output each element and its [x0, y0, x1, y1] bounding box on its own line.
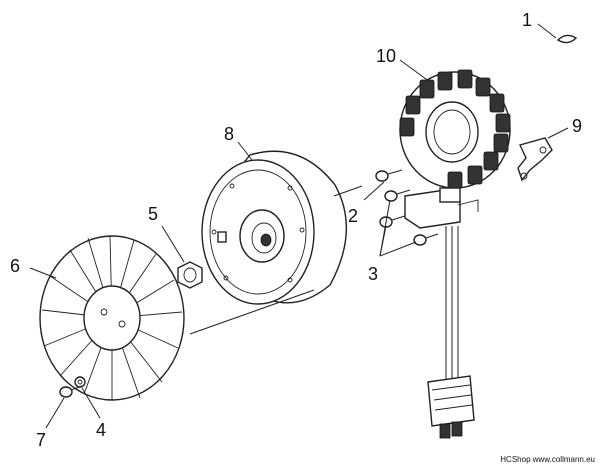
part-6-fan — [29, 235, 185, 401]
callout-6: 6 — [10, 256, 20, 276]
part-7-screw — [45, 385, 83, 429]
callout-7: 7 — [36, 430, 46, 450]
callout-5: 5 — [148, 204, 158, 224]
callout-10: 10 — [376, 46, 396, 66]
callout-4: 4 — [96, 420, 106, 440]
part-3-screws — [379, 189, 439, 257]
callout-2: 2 — [348, 206, 358, 226]
part-5-nut — [161, 225, 203, 289]
callout-1: 1 — [522, 10, 532, 30]
part-10-stator — [399, 59, 511, 189]
part-9-bracket — [517, 127, 569, 182]
callout-3: 3 — [368, 264, 378, 284]
part-1-key — [537, 23, 578, 44]
watermark: HCShop www.collmann.eu — [500, 455, 595, 464]
part-2-screw — [363, 169, 403, 201]
pickup-and-wiring — [404, 187, 479, 439]
callout-9: 9 — [572, 116, 582, 136]
part-8-flywheel — [189, 141, 363, 335]
callout-8: 8 — [224, 124, 234, 144]
